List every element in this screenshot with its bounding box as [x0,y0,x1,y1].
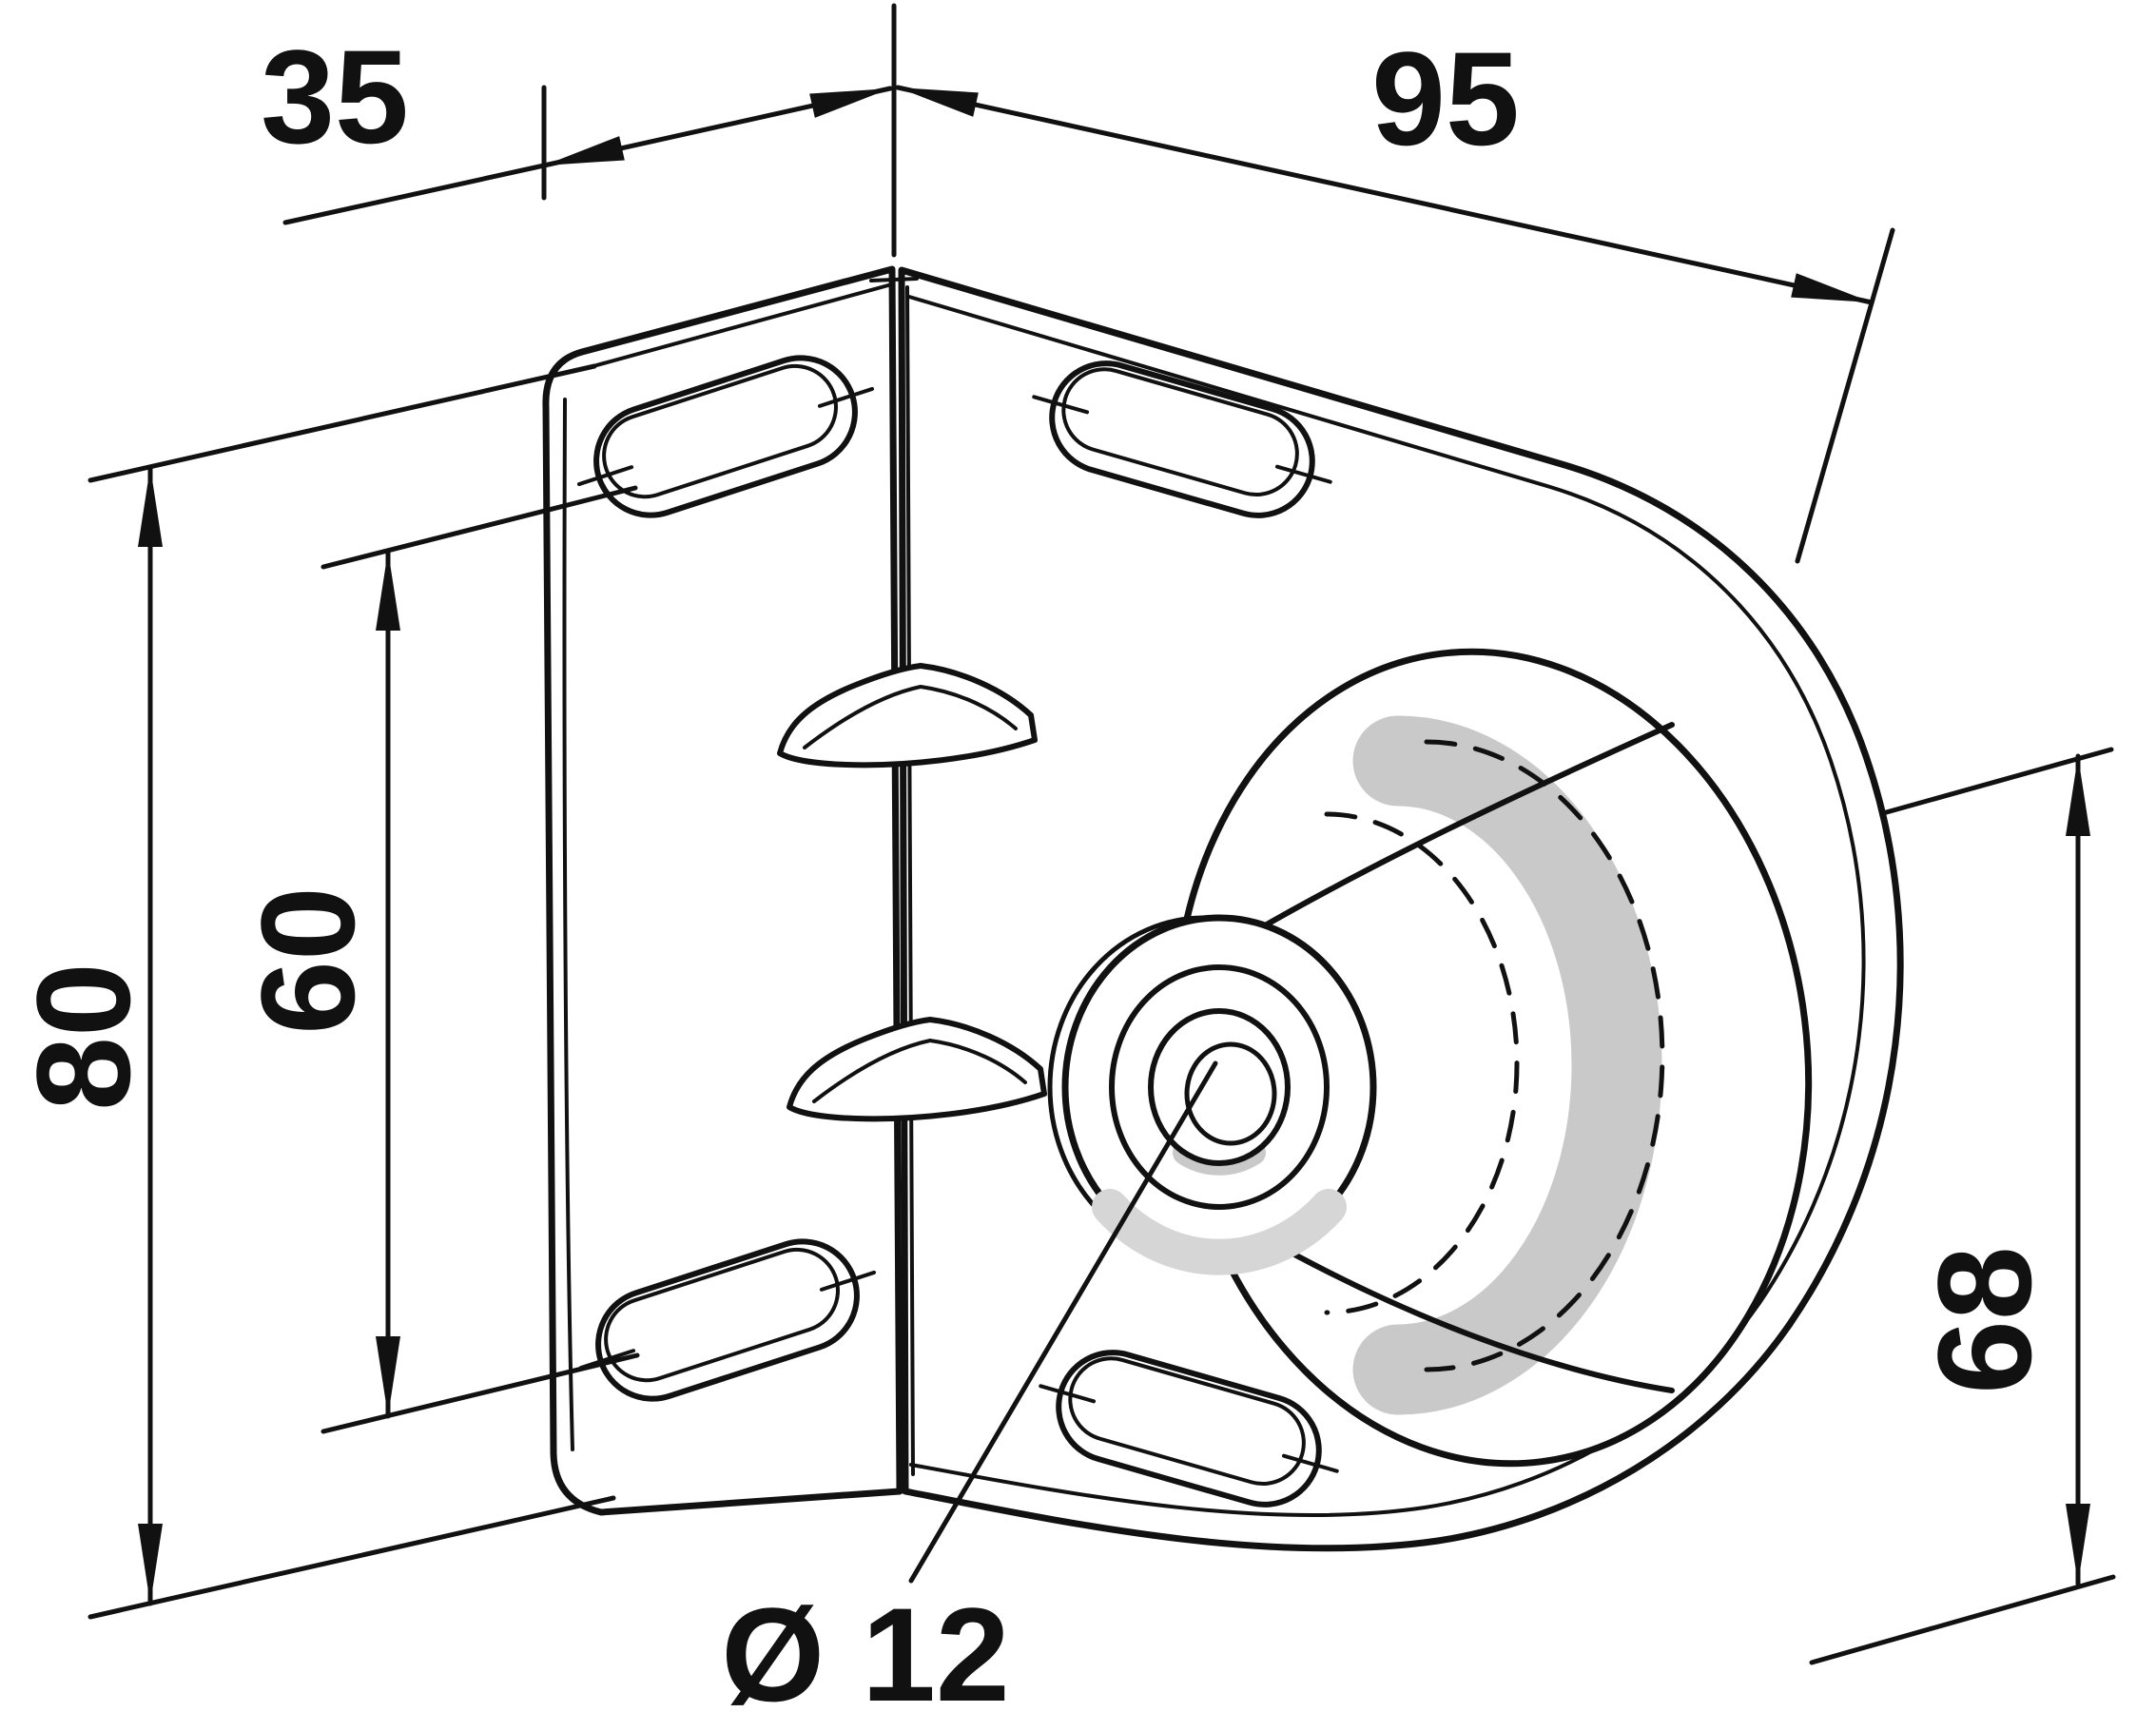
side-flange [542,265,903,1516]
fold-edge-inner-line [905,285,915,1476]
cone-dashed-arc-outer [1424,739,1665,1372]
dim-60-label: 60 [233,886,382,1035]
front-plate-thickness-line [907,295,1866,1518]
bore-diameter-label: Ø 12 [721,1580,1010,1712]
dim-line-35 [541,86,893,168]
dim-line-35-tail [282,163,547,225]
cone-upper-line [1251,722,1675,935]
dim-95-label: 95 [1371,24,1520,173]
cone-dashed-arc-inner [1324,811,1520,1315]
bore-inner [1184,1041,1277,1146]
ext-line-80-top [87,363,597,483]
leader-line-bore [908,1060,1218,1584]
ext-line-60-top [320,485,638,570]
cone-shading [1352,715,1662,1415]
bracket [542,265,1904,1552]
dim-80-label: 80 [9,963,158,1111]
hub-shading-band [1092,1189,1347,1275]
flange-slot-bottom [564,1221,890,1420]
side-flange-thickness-line [588,283,890,369]
ext-line-60-bottom [320,1352,640,1434]
dim-35-label: 35 [261,22,409,171]
fold-edge-line [889,267,903,1492]
dimension-annotations: 35 95 80 60 68 Ø 12 [9,3,2116,1712]
hub-ring [1109,964,1330,1210]
dim-68-label: 68 [1910,1246,2059,1394]
ext-line-68-bottom [1809,1574,2116,1665]
dim-line-95 [895,85,1874,305]
bend-apex-line [869,277,919,282]
side-flange-edge-line [562,398,574,1451]
flange-slot-top [562,338,888,536]
cone-lower-line [1262,1235,1675,1393]
ext-line-80-bottom [87,1495,616,1620]
ext-line-plate-right [1795,227,1895,564]
